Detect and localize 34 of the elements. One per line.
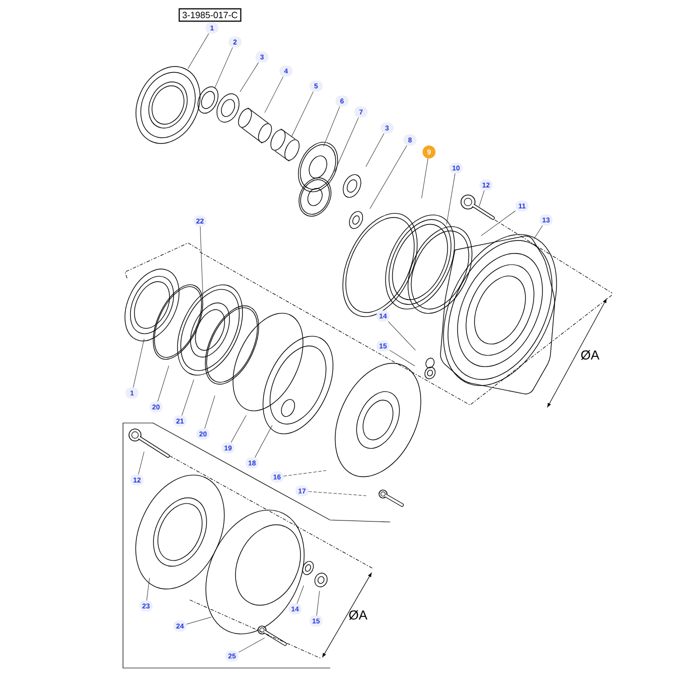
leader-line [446,173,456,224]
dimension-label: ØA [581,350,600,360]
leader-line [296,586,304,604]
leader-line [133,338,144,388]
leader-line [316,590,320,616]
leader-line [240,62,259,92]
leader-line [366,133,384,167]
leader-line [334,117,359,172]
leader-line [230,415,246,443]
leader-line [388,321,416,350]
leader-line [478,190,484,206]
leader-line [188,33,209,69]
leader-line [182,380,194,416]
leader-line [389,350,415,366]
leader-line [158,366,170,402]
leader-line [283,470,326,476]
reference-box: 3-1985-017-C [178,8,242,22]
leader-line [534,225,543,239]
dimension-label: ØA [349,610,368,620]
leader-line [200,226,204,296]
leader-line [254,425,272,458]
leader-line [186,616,212,624]
leader-line [308,491,366,496]
leader-line [214,47,233,89]
leader-line [323,106,340,147]
leader-line [421,158,428,198]
leader-line [370,145,407,209]
leader-line [204,396,216,429]
leader-line [238,638,265,653]
leader-line [481,210,516,236]
leader-line [292,91,314,137]
leader-line [146,578,150,601]
leader-line [264,76,284,113]
leader-line [138,452,144,475]
